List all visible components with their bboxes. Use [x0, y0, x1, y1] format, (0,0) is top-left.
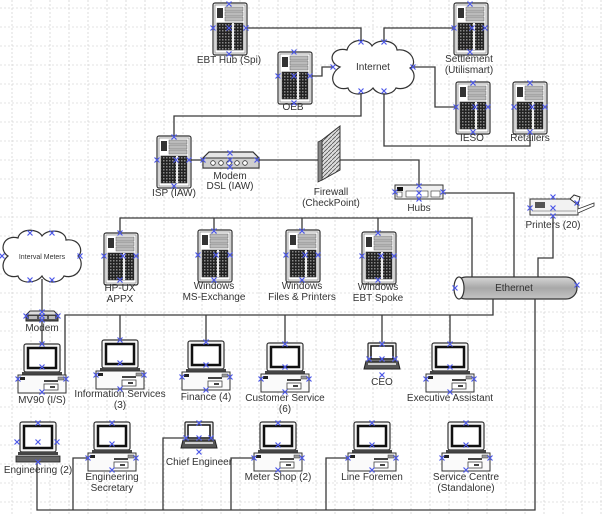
- cloud-icon: [331, 39, 415, 95]
- label-customer-service-1: Customer Service: [245, 393, 325, 404]
- label-chief-engineer: Chief Engineer: [166, 457, 233, 468]
- label-internet: Internet: [356, 62, 390, 73]
- link-ieso-internet: [413, 66, 456, 108]
- label-eng-secretary-1: Engineering: [85, 472, 138, 483]
- label-win-files-1: Windows: [282, 281, 323, 292]
- firewall-icon: [321, 124, 341, 181]
- label-line-foremen: Line Foremen: [341, 472, 403, 483]
- server-icon: [455, 81, 491, 135]
- label-service-centre-2: (Standalone): [437, 483, 494, 494]
- label-ethernet: Ethernet: [495, 283, 533, 294]
- node-meter-shop[interactable]: [252, 420, 304, 473]
- label-engineering: Engineering (2): [4, 465, 72, 476]
- label-hubs: Hubs: [407, 203, 430, 214]
- server-icon: [103, 232, 139, 286]
- server-icon: [277, 51, 313, 105]
- label-firewall-1: Firewall: [314, 187, 348, 198]
- label-modem: Modem: [25, 323, 58, 334]
- node-hubs[interactable]: [394, 184, 444, 200]
- node-ethernet[interactable]: Ethernet: [453, 276, 578, 300]
- laptop-icon: [363, 342, 401, 370]
- link-workstation-row1: [64, 299, 494, 393]
- node-service-centre[interactable]: [440, 420, 492, 473]
- connection-point-marker-icon[interactable]: [0, 252, 6, 260]
- label-win-ebt-2: EBT Spoke: [353, 293, 404, 304]
- node-hp-ux[interactable]: [103, 232, 139, 286]
- label-settlement-1: Settlement: [445, 54, 493, 65]
- node-retailers[interactable]: [512, 81, 548, 135]
- label-mv90: MV90 (I/S): [18, 395, 66, 406]
- link-oeb-internet: [310, 66, 333, 77]
- label-finance: Finance (4): [181, 392, 232, 403]
- label-service-centre-1: Service Centre: [433, 472, 500, 483]
- label-hp-ux-1: HP-UX: [104, 283, 135, 294]
- label-modem-dsl-1: Modem: [213, 171, 246, 182]
- label-settlement-2: (Utilismart): [445, 65, 493, 76]
- desktop-pc-icon: [86, 420, 138, 473]
- connection-point-marker-icon[interactable]: [13, 438, 21, 446]
- desktop-pc-icon: [346, 420, 398, 473]
- link-workstation-row2: [36, 290, 536, 511]
- label-meter-shop: Meter Shop (2): [245, 472, 312, 483]
- node-ceo[interactable]: [363, 342, 401, 370]
- nodes: EBT Hub (Spi) OEB Internet Settlement (U…: [2, 2, 595, 494]
- desktop-pc-icon: [440, 420, 492, 473]
- node-win-files[interactable]: [285, 229, 321, 283]
- label-retailers: Retailers: [510, 133, 549, 144]
- hub-icon: [394, 184, 444, 200]
- label-ieso: IESO: [460, 133, 484, 144]
- label-isp: ISP (IAW): [152, 188, 196, 199]
- link-isp-internet: [173, 91, 362, 137]
- label-win-exchange-2: MS-Exchange: [183, 292, 246, 303]
- label-hp-ux-2: APPX: [107, 294, 134, 305]
- link-modem-firewall-hubs: [257, 159, 420, 186]
- label-info-services-2: (3): [114, 400, 126, 411]
- label-interval-meters: Interval Meters: [19, 254, 66, 261]
- desktop-pc-icon: [16, 342, 68, 395]
- node-line-foremen[interactable]: [346, 420, 398, 473]
- link-server-row: [119, 217, 473, 285]
- connection-point-marker-icon[interactable]: [195, 448, 203, 456]
- node-firewall[interactable]: [317, 124, 341, 183]
- label-modem-dsl-2: DSL (IAW): [206, 181, 253, 192]
- link-settlement-internet: [383, 27, 454, 42]
- node-oeb[interactable]: [277, 51, 313, 105]
- node-eng-secretary[interactable]: [86, 420, 138, 473]
- label-ceo: CEO: [371, 377, 393, 388]
- label-info-services-1: Information Services: [74, 389, 165, 400]
- server-icon: [285, 229, 321, 283]
- label-ebt-hub: EBT Hub (Spi): [197, 55, 261, 66]
- label-firewall-2: (CheckPoint): [302, 198, 360, 209]
- node-internet[interactable]: Internet: [331, 39, 415, 95]
- label-customer-service-2: (6): [279, 404, 291, 415]
- link-printers-ethernet: [537, 216, 554, 285]
- node-info-services[interactable]: [94, 338, 146, 391]
- node-ieso[interactable]: [455, 81, 491, 135]
- desktop-pc-icon: [252, 420, 304, 473]
- label-win-ebt-1: Windows: [358, 282, 399, 293]
- node-chief-engineer[interactable]: [180, 421, 218, 449]
- server-icon: [512, 81, 548, 135]
- label-printers: Printers (20): [525, 220, 580, 231]
- label-eng-secretary-2: Secretary: [91, 483, 134, 494]
- label-exec-assistant: Executive Assistant: [407, 393, 493, 404]
- link-ebt-hub-internet: [246, 27, 362, 42]
- cloud-icon: [2, 229, 82, 283]
- desktop-pc-icon: [94, 338, 146, 391]
- laptop-icon: [180, 421, 218, 449]
- node-interval-meters[interactable]: Interval Meters: [2, 229, 82, 283]
- link-retailers-internet: [383, 91, 531, 147]
- label-oeb: OEB: [282, 102, 303, 113]
- label-win-files-2: Files & Printers: [268, 292, 336, 303]
- node-mv90[interactable]: [16, 342, 68, 395]
- label-win-exchange-1: Windows: [194, 281, 235, 292]
- link-hubs-ethernet: [443, 192, 515, 285]
